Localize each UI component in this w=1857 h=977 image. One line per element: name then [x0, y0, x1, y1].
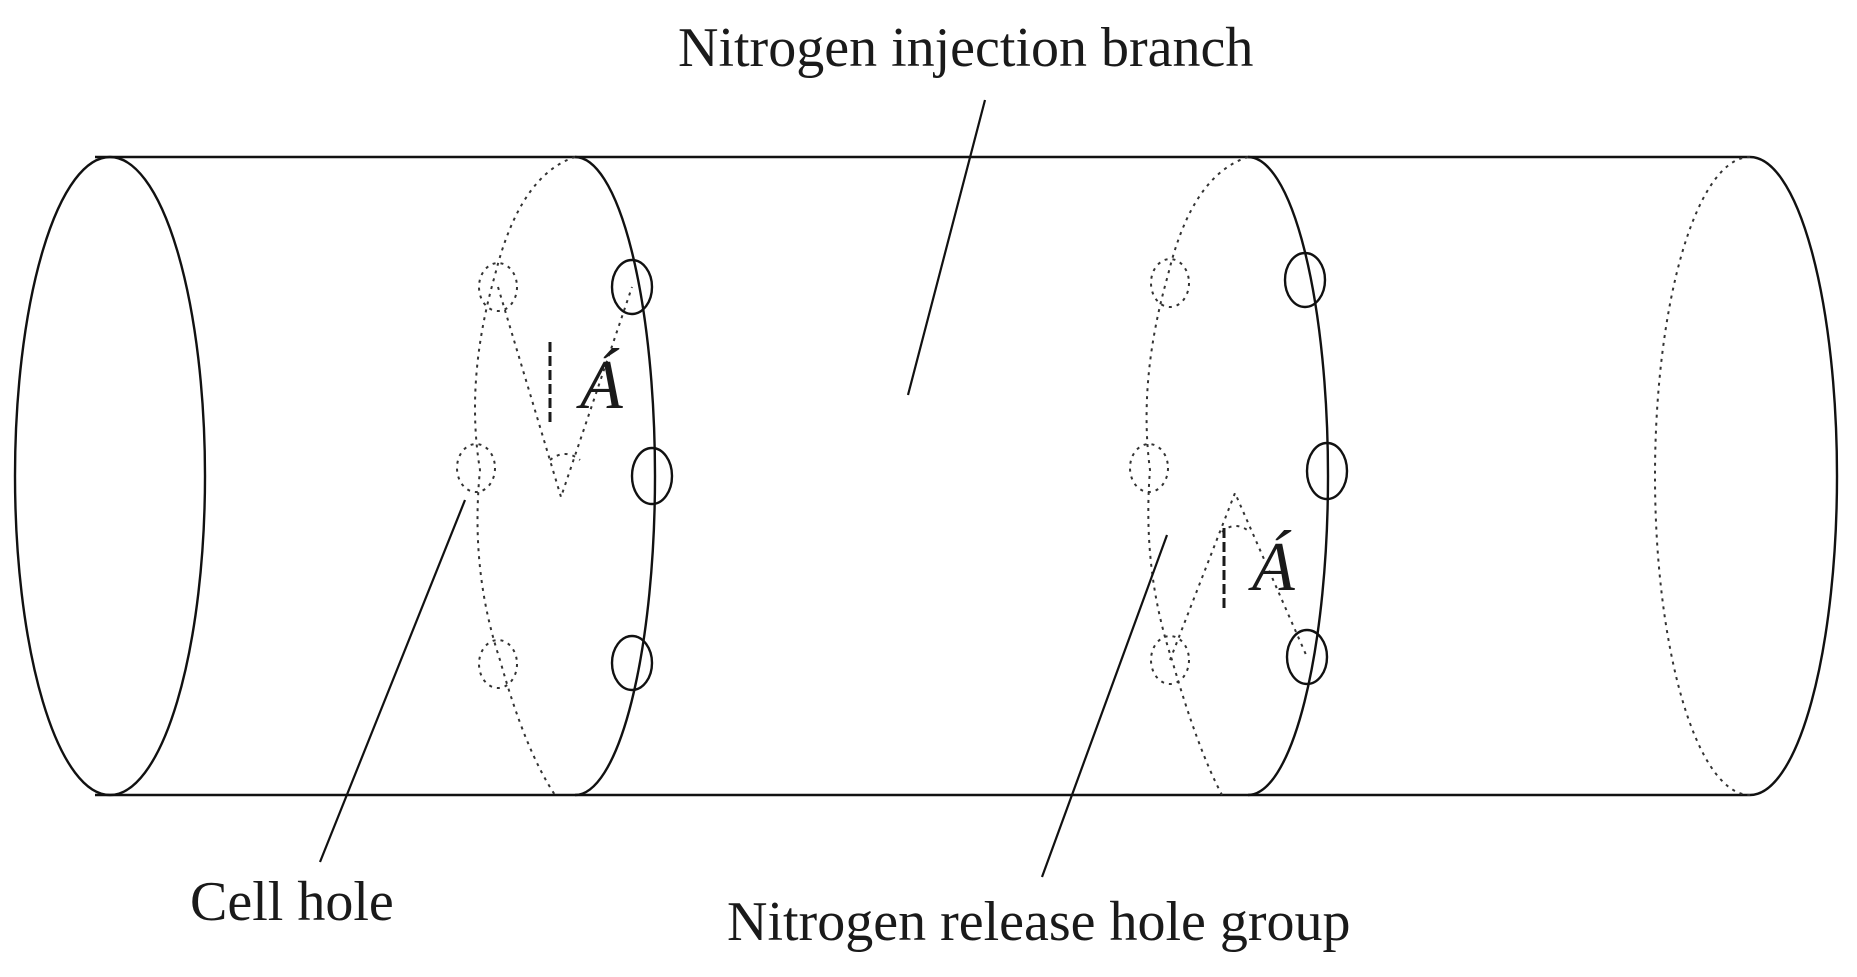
hole-ring-left: Á [456, 155, 674, 797]
label-nitrogen-injection-branch: Nitrogen injection branch [678, 17, 1253, 79]
cell-hole-hidden [1150, 635, 1190, 685]
angle-symbol-right: Á [1248, 529, 1295, 606]
cell-hole [1283, 251, 1327, 309]
cell-hole-hidden [478, 639, 518, 689]
label-cell-hole: Cell hole [190, 871, 394, 933]
label-nitrogen-release-hole-group: Nitrogen release hole group [727, 891, 1351, 953]
angle-arc-left [549, 453, 581, 461]
angle-symbol-left: Á [576, 347, 623, 424]
cell-hole [610, 258, 654, 316]
angle-wedge-left [497, 286, 633, 501]
cell-hole-hidden [478, 262, 518, 312]
ring-right-front-arc [1247, 155, 1330, 797]
angle-arc-right [1221, 525, 1251, 533]
ring-left-back-arc [474, 156, 576, 796]
pipe-left-end [13, 155, 207, 797]
pipe-body [95, 155, 1750, 797]
leader-line-injection-branch [906, 99, 987, 396]
cell-hole [610, 634, 654, 692]
leader-line-release-hole-group [1040, 534, 1169, 878]
leader-line-cell-hole [318, 499, 467, 863]
ring-right-back-arc [1145, 156, 1249, 796]
hole-ring-right: Á [1129, 155, 1349, 797]
cell-hole [1285, 628, 1329, 686]
angle-wedge-right [1169, 490, 1308, 661]
ring-left-front-arc [574, 155, 657, 797]
cell-hole-hidden [1129, 443, 1169, 493]
cell-hole [1305, 441, 1349, 501]
cell-hole-hidden [456, 443, 496, 493]
cell-hole-hidden [1150, 258, 1190, 308]
cell-hole [630, 446, 674, 506]
pipe-right-end-back [1654, 156, 1751, 796]
pipe-right-end [1654, 155, 1839, 797]
pipe-right-end-front [1749, 155, 1839, 797]
